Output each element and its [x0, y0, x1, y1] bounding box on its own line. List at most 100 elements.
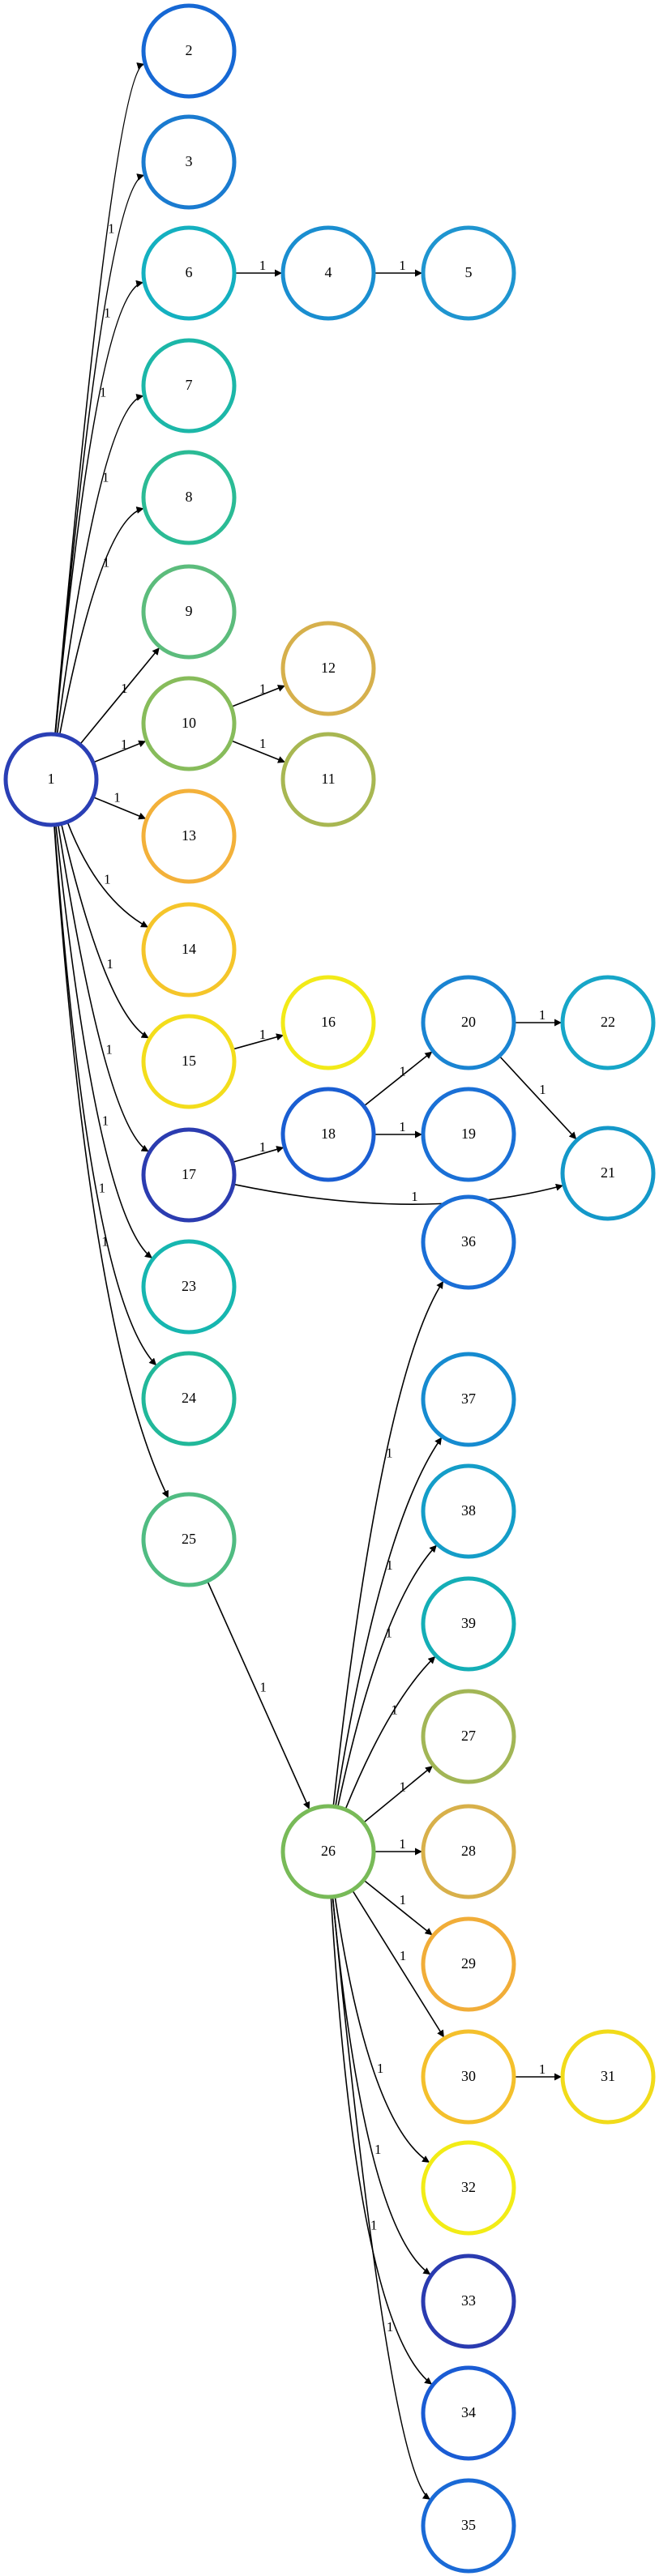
node-11[interactable]: 11 [280, 732, 376, 827]
node-label-11: 11 [321, 771, 335, 787]
node-5[interactable]: 5 [421, 225, 516, 321]
edge-label-1-to-2: 1 [108, 220, 115, 236]
edge-label-18-to-20: 1 [399, 1064, 406, 1079]
node-circle-27[interactable] [421, 1689, 516, 1784]
edge-26-to-32 [334, 1896, 430, 2164]
node-34[interactable]: 34 [421, 2365, 516, 2461]
node-1[interactable]: 1 [3, 732, 99, 827]
node-circle-38[interactable] [421, 1463, 516, 1559]
edge-label-26-to-36: 1 [386, 1446, 393, 1461]
node-circle-23[interactable] [141, 1239, 237, 1335]
node-28[interactable]: 28 [421, 1804, 516, 1899]
node-13[interactable]: 13 [141, 788, 237, 884]
edge-label-26-to-32: 1 [377, 2061, 384, 2076]
node-12[interactable]: 12 [280, 621, 376, 716]
edge-label-1-to-17: 1 [105, 1041, 113, 1057]
node-10[interactable]: 10 [141, 676, 237, 771]
node-circle-26[interactable] [280, 1804, 376, 1899]
node-19[interactable]: 19 [421, 1087, 516, 1182]
node-circle-10[interactable] [141, 676, 237, 771]
node-circle-34[interactable] [421, 2365, 516, 2461]
node-7[interactable]: 7 [141, 338, 237, 434]
node-circle-8[interactable] [141, 450, 237, 545]
node-circle-6[interactable] [141, 225, 237, 321]
node-circle-25[interactable] [141, 1492, 237, 1587]
node-circle-11[interactable] [280, 732, 376, 827]
node-circle-15[interactable] [141, 1014, 237, 1109]
node-25[interactable]: 25 [141, 1492, 237, 1587]
node-6[interactable]: 6 [141, 225, 237, 321]
edge-label-10-to-12: 1 [259, 681, 267, 696]
node-4[interactable]: 4 [280, 225, 376, 321]
edge-1-to-10 [92, 740, 147, 763]
node-2[interactable]: 2 [141, 3, 237, 99]
edge-label-30-to-31: 1 [539, 2061, 546, 2077]
node-14[interactable]: 14 [141, 902, 237, 998]
edge-label-26-to-35: 1 [387, 2319, 394, 2335]
node-circle-31[interactable] [560, 2029, 656, 2125]
node-circle-4[interactable] [280, 225, 376, 321]
node-circle-17[interactable] [141, 1127, 237, 1223]
edge-1-to-24 [53, 824, 157, 1366]
node-circle-2[interactable] [141, 3, 237, 99]
node-16[interactable]: 16 [280, 975, 376, 1070]
node-29[interactable]: 29 [421, 1916, 516, 2012]
node-38[interactable]: 38 [421, 1463, 516, 1559]
node-24[interactable]: 24 [141, 1351, 237, 1446]
node-18[interactable]: 18 [280, 1087, 376, 1182]
node-circle-32[interactable] [421, 2140, 516, 2236]
node-circle-36[interactable] [421, 1194, 516, 1290]
node-circle-33[interactable] [421, 2253, 516, 2349]
node-circle-21[interactable] [560, 1126, 656, 1221]
node-36[interactable]: 36 [421, 1194, 516, 1290]
node-circle-12[interactable] [280, 621, 376, 716]
edge-label-1-to-14: 1 [104, 871, 111, 886]
node-15[interactable]: 15 [141, 1014, 237, 1109]
node-9[interactable]: 9 [141, 564, 237, 660]
node-circle-29[interactable] [421, 1916, 516, 2012]
node-circle-22[interactable] [560, 975, 656, 1070]
node-circle-13[interactable] [141, 788, 237, 884]
node-circle-5[interactable] [421, 225, 516, 321]
edge-26-to-30 [351, 1890, 445, 2038]
node-17[interactable]: 17 [141, 1127, 237, 1223]
node-37[interactable]: 37 [421, 1352, 516, 1447]
node-label-6: 6 [186, 264, 193, 280]
node-22[interactable]: 22 [560, 975, 656, 1070]
node-35[interactable]: 35 [421, 2478, 516, 2574]
node-32[interactable]: 32 [421, 2140, 516, 2236]
node-circle-37[interactable] [421, 1352, 516, 1447]
node-circle-3[interactable] [141, 114, 237, 210]
node-circle-24[interactable] [141, 1351, 237, 1446]
edge-label-6-to-4: 1 [259, 258, 267, 273]
node-39[interactable]: 39 [421, 1576, 516, 1672]
node-31[interactable]: 31 [560, 2029, 656, 2125]
node-circle-18[interactable] [280, 1087, 376, 1182]
node-circle-35[interactable] [421, 2478, 516, 2574]
edge-label-10-to-11: 1 [259, 736, 267, 751]
node-30[interactable]: 30 [421, 2029, 516, 2125]
node-26[interactable]: 26 [280, 1804, 376, 1899]
node-circle-20[interactable] [421, 975, 516, 1070]
node-circle-28[interactable] [421, 1804, 516, 1899]
edge-label-26-to-39: 1 [391, 1702, 398, 1717]
edge-1-to-3 [54, 173, 145, 735]
node-circle-39[interactable] [421, 1576, 516, 1672]
node-27[interactable]: 27 [421, 1689, 516, 1784]
node-3[interactable]: 3 [141, 114, 237, 210]
node-circle-9[interactable] [141, 564, 237, 660]
node-21[interactable]: 21 [560, 1126, 656, 1221]
node-circle-14[interactable] [141, 902, 237, 998]
node-label-31: 31 [601, 2068, 615, 2084]
edge-10-to-11 [230, 740, 286, 763]
node-circle-19[interactable] [421, 1087, 516, 1182]
node-circle-16[interactable] [280, 975, 376, 1070]
node-20[interactable]: 20 [421, 975, 516, 1070]
node-circle-7[interactable] [141, 338, 237, 434]
node-circle-30[interactable] [421, 2029, 516, 2125]
node-33[interactable]: 33 [421, 2253, 516, 2349]
node-circle-1[interactable] [3, 732, 99, 827]
node-23[interactable]: 23 [141, 1239, 237, 1335]
node-8[interactable]: 8 [141, 450, 237, 545]
node-label-29: 29 [461, 1955, 476, 1972]
